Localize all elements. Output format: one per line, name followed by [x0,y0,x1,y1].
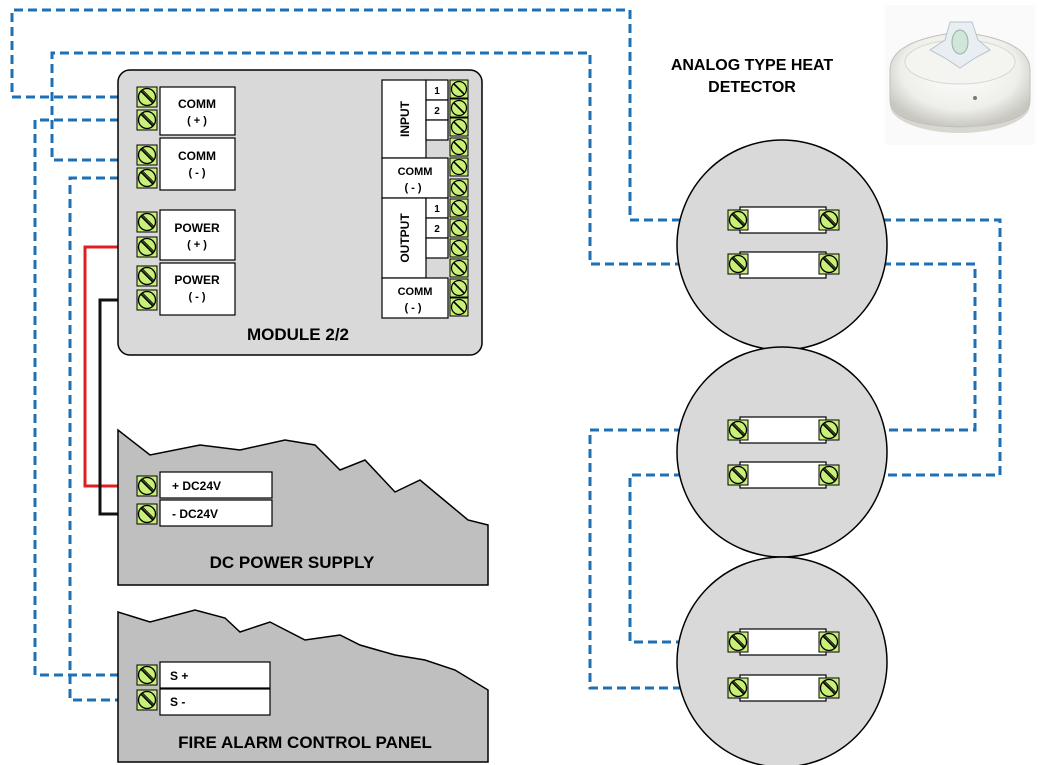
comm-plus-label: COMM [178,97,216,111]
power-supply-title: DC POWER SUPPLY [210,553,375,572]
output-1: 1 [434,204,440,215]
comm-right-1-label: COMM [398,166,433,178]
power-plus-label: POWER [174,221,220,235]
heat-detector-2 [676,346,888,558]
comm-right-1-sign: ( - ) [404,182,421,194]
comm-wiring [10,8,1002,702]
heat-detector-3 [676,556,888,765]
power-minus-label: POWER [174,273,220,287]
power-supply-body [117,428,489,586]
negative-power-wire [98,298,133,516]
s-plus-label: S + [170,669,188,683]
comm-plus-sign: ( + ) [187,115,207,127]
input-1: 1 [434,86,440,97]
heat-detector-photo [885,5,1035,145]
comm-wire-to-panel-minus [68,176,133,702]
output-label: OUTPUT [398,213,412,263]
dc24v-plus-label: + DC24V [172,479,221,493]
comm-minus-label: COMM [178,149,216,163]
detector-link-4 [628,473,725,644]
power-plus-sign: ( + ) [187,239,207,251]
s-minus-label: S - [170,695,185,709]
positive-power-wire [83,245,133,488]
detector-title-line1: ANALOG TYPE HEAT [671,57,834,74]
control-panel-title: FIRE ALARM CONTROL PANEL [178,733,432,752]
input-label: INPUT [398,100,412,137]
power-minus-sign: ( - ) [188,291,205,303]
dc24v-minus-label: - DC24V [172,507,218,521]
module: COMM ( + ) COMM ( - ) POWER ( + ) POWER … [117,69,483,356]
detector-title-line2: DETECTOR [708,79,796,96]
comm-wire-outer [10,8,725,222]
dc-power-supply: + DC24V - DC24V DC POWER SUPPLY [117,428,489,586]
module-title: MODULE 2/2 [247,325,349,344]
power-wiring [83,245,133,516]
output-2: 2 [434,224,440,235]
control-panel-body [117,609,489,763]
detector-link-2 [840,262,977,432]
comm-right-2-label: COMM [398,286,433,298]
comm-right-2-sign: ( - ) [404,302,421,314]
comm-minus-sign: ( - ) [188,167,205,179]
input-2: 2 [434,106,440,117]
heat-detector-1 [676,139,888,351]
detector-link-1 [840,218,1002,477]
comm-wire-to-panel-plus [33,118,133,677]
fire-alarm-control-panel: S + S - FIRE ALARM CONTROL PANEL [117,609,489,763]
comm-wire-inner [50,51,725,266]
